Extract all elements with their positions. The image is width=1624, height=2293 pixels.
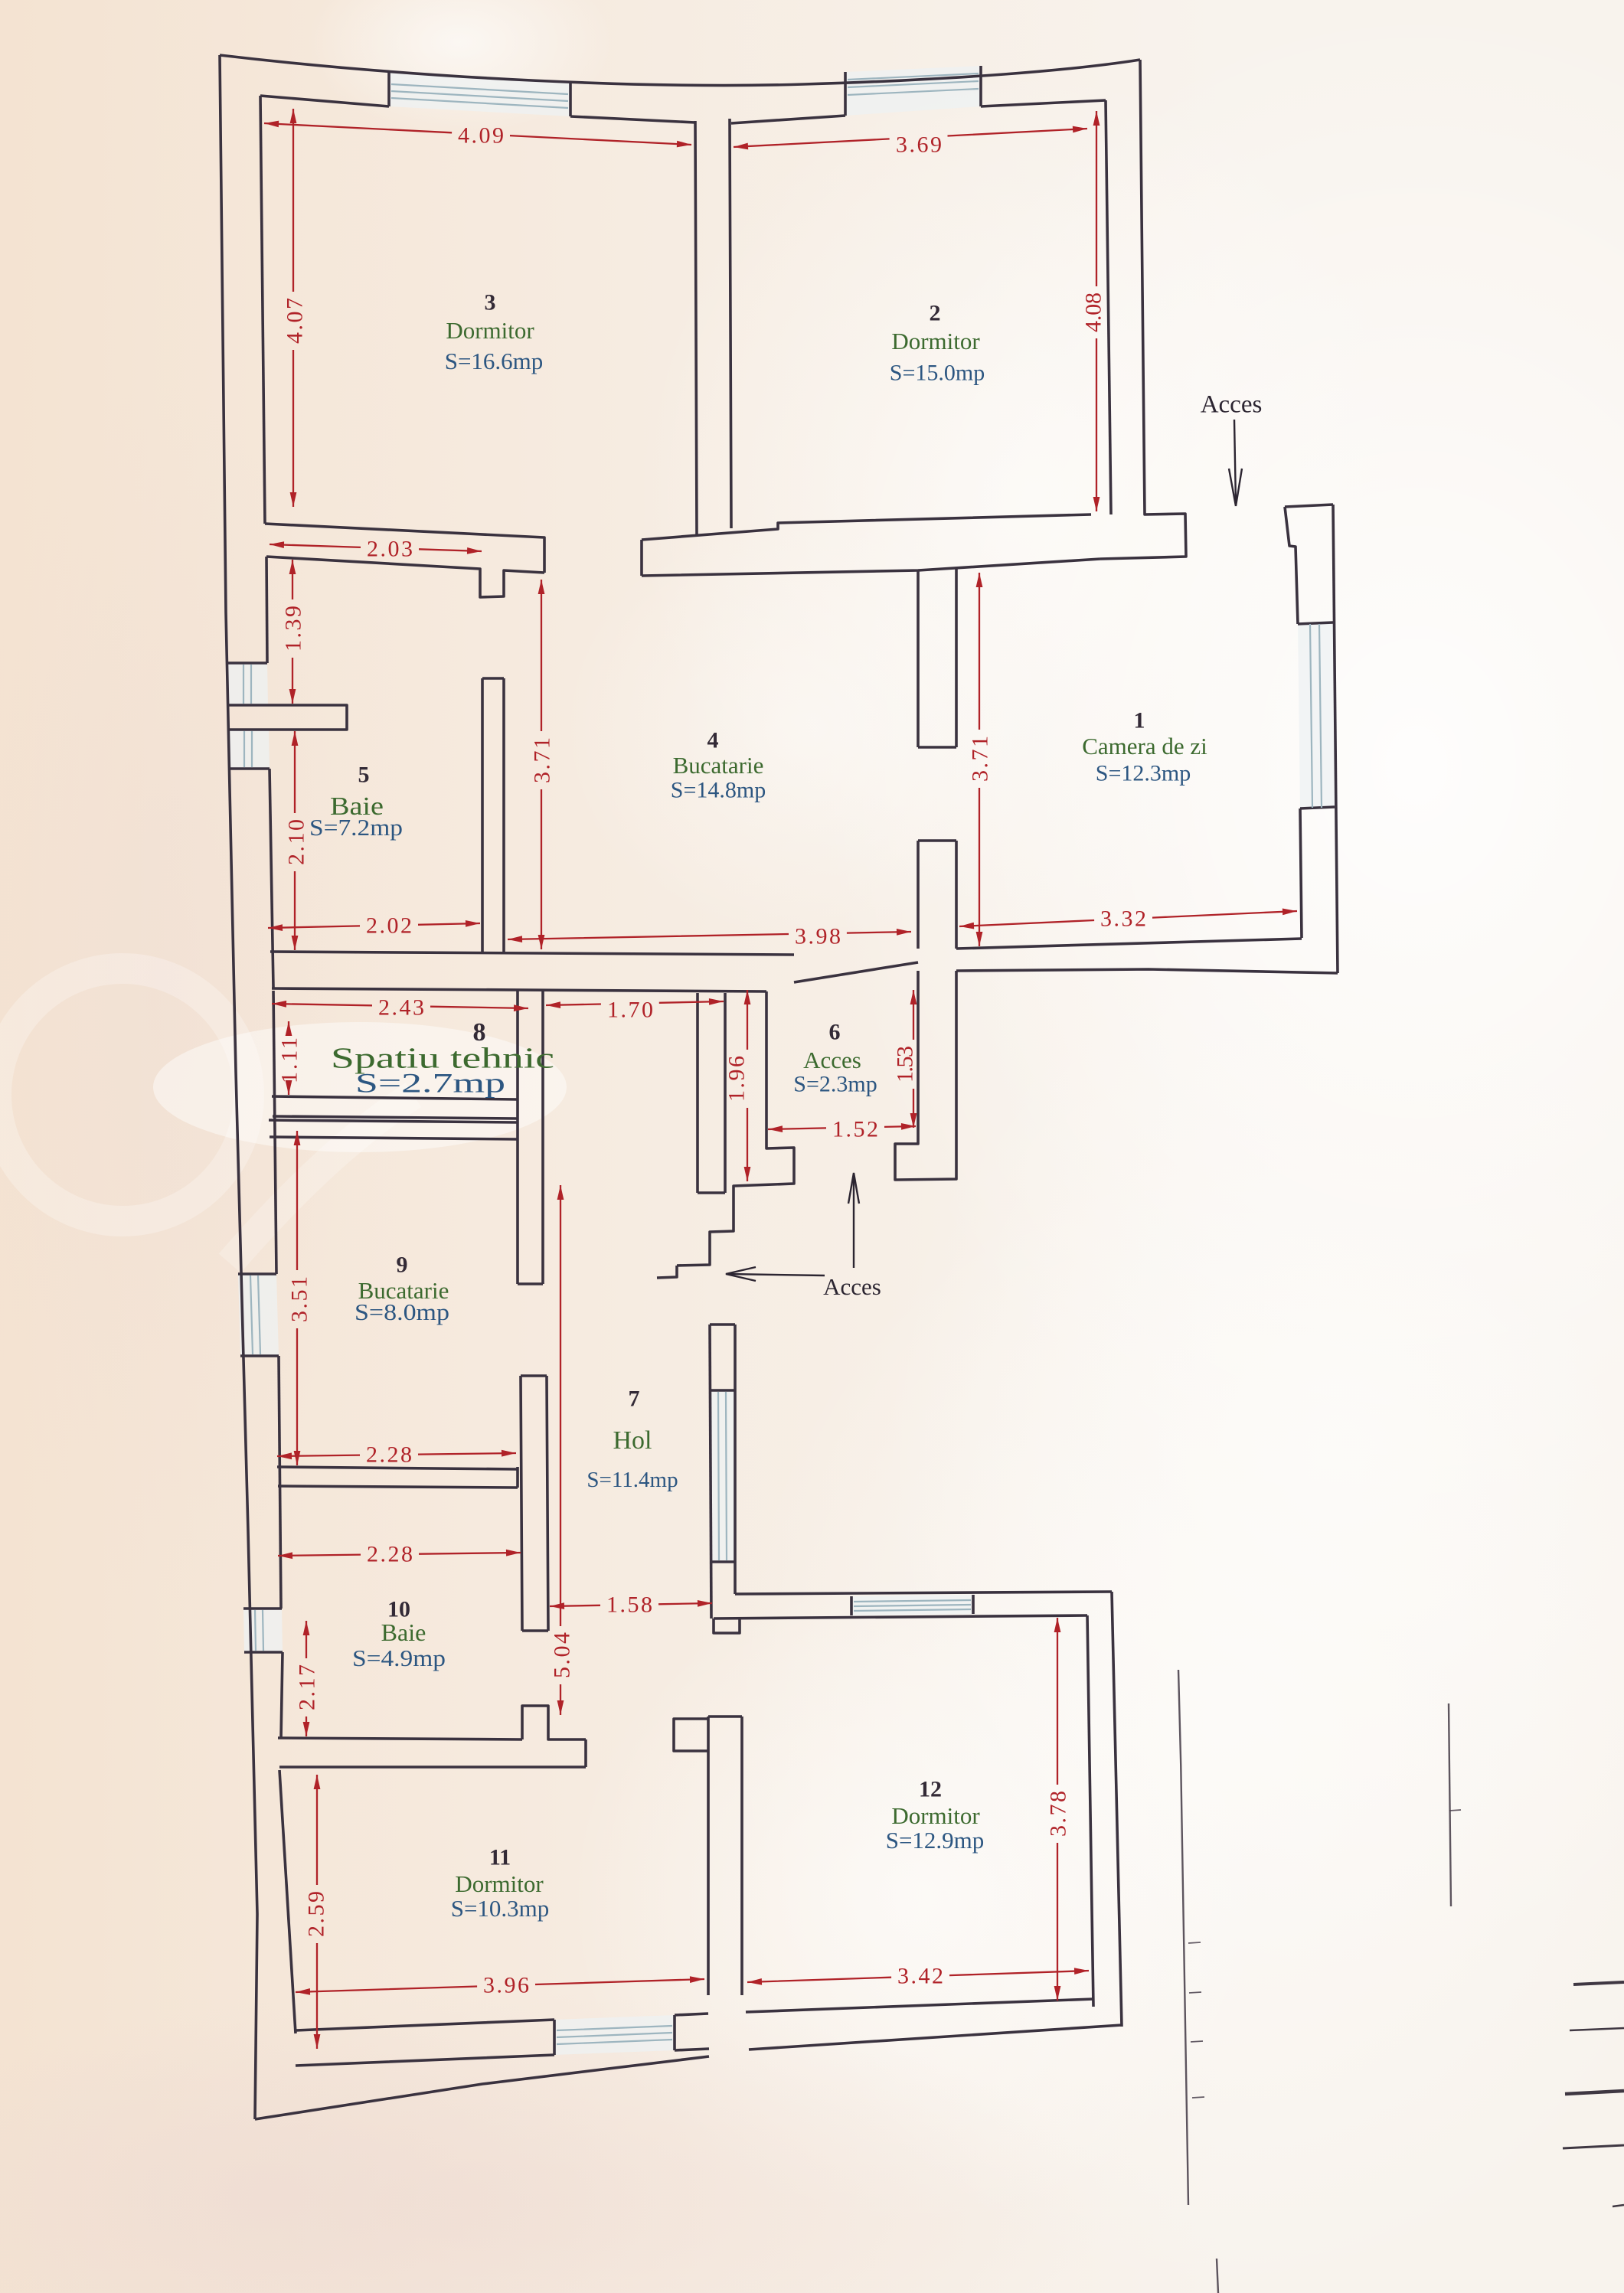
svg-text:4.07: 4.07 [283,298,308,344]
svg-text:1.96: 1.96 [724,1056,750,1102]
svg-text:3.71: 3.71 [530,737,555,783]
svg-text:5.04: 5.04 [550,1632,575,1678]
svg-text:4: 4 [707,728,719,753]
svg-text:Baie: Baie [330,792,384,821]
svg-text:1: 1 [1134,708,1145,733]
svg-text:Dormitor: Dormitor [891,328,980,354]
svg-text:1.11: 1.11 [277,1037,302,1083]
svg-text:12: 12 [919,1777,942,1802]
svg-text:1.39: 1.39 [281,606,306,652]
svg-text:3.51: 3.51 [287,1276,312,1322]
svg-text:3.42: 3.42 [897,1964,943,1989]
svg-text:8: 8 [473,1018,486,1047]
svg-text:Acces: Acces [803,1047,861,1073]
svg-text:S=11.4mp: S=11.4mp [587,1468,678,1492]
svg-text:Acces: Acces [823,1273,881,1300]
svg-text:3.71: 3.71 [968,736,993,782]
svg-text:S=12.9mp: S=12.9mp [886,1827,985,1854]
svg-text:2.28: 2.28 [366,1442,412,1468]
svg-text:9: 9 [397,1253,408,1278]
svg-text:3.96: 3.96 [483,1973,529,1998]
svg-text:4.08: 4.08 [1081,292,1106,332]
svg-text:Dormitor: Dormitor [446,317,534,344]
svg-text:3.69: 3.69 [896,132,942,158]
svg-text:3.98: 3.98 [795,924,841,949]
svg-text:2.28: 2.28 [367,1542,413,1567]
svg-text:S=10.3mp: S=10.3mp [451,1895,550,1922]
svg-text:2.10: 2.10 [284,819,309,865]
svg-text:1.70: 1.70 [607,998,653,1023]
svg-text:Acces: Acces [1201,391,1263,419]
svg-text:S=15.0mp: S=15.0mp [890,361,985,386]
svg-text:Baie: Baie [381,1618,426,1646]
svg-text:1.53: 1.53 [893,1046,918,1083]
svg-text:S=7.2mp: S=7.2mp [309,814,403,841]
svg-text:Spatiu tehnic: Spatiu tehnic [331,1042,554,1074]
svg-text:Dormitor: Dormitor [455,1870,544,1897]
svg-text:7: 7 [629,1387,640,1412]
svg-text:11: 11 [489,1845,511,1870]
svg-text:S=2.7mp: S=2.7mp [355,1068,505,1099]
svg-text:1.58: 1.58 [606,1592,652,1618]
svg-text:S=2.3mp: S=2.3mp [793,1072,877,1097]
svg-text:S=12.3mp: S=12.3mp [1096,761,1191,786]
svg-text:S=16.6mp: S=16.6mp [445,348,544,374]
svg-text:4.09: 4.09 [458,123,504,149]
svg-text:Camera de zi: Camera de zi [1082,733,1207,759]
svg-text:3.32: 3.32 [1100,906,1146,932]
svg-text:S=14.8mp: S=14.8mp [671,778,766,803]
svg-text:1.52: 1.52 [832,1117,878,1142]
svg-text:Bucatarie: Bucatarie [358,1277,449,1304]
svg-text:2.59: 2.59 [304,1891,329,1937]
svg-text:2.17: 2.17 [295,1664,320,1710]
svg-text:6: 6 [829,1020,841,1045]
svg-text:2.02: 2.02 [366,913,412,939]
svg-text:5: 5 [358,763,370,788]
svg-text:S=4.9mp: S=4.9mp [352,1645,446,1671]
svg-text:2.03: 2.03 [367,537,413,562]
svg-text:Hol: Hol [613,1426,652,1455]
svg-text:S=8.0mp: S=8.0mp [355,1298,449,1325]
svg-text:3: 3 [485,290,496,315]
svg-text:2.43: 2.43 [378,995,424,1021]
svg-text:Dormitor: Dormitor [891,1802,980,1829]
svg-text:10: 10 [387,1597,410,1622]
svg-text:2: 2 [930,301,941,326]
svg-text:Bucatarie: Bucatarie [673,752,764,779]
svg-text:3.78: 3.78 [1046,1791,1071,1837]
